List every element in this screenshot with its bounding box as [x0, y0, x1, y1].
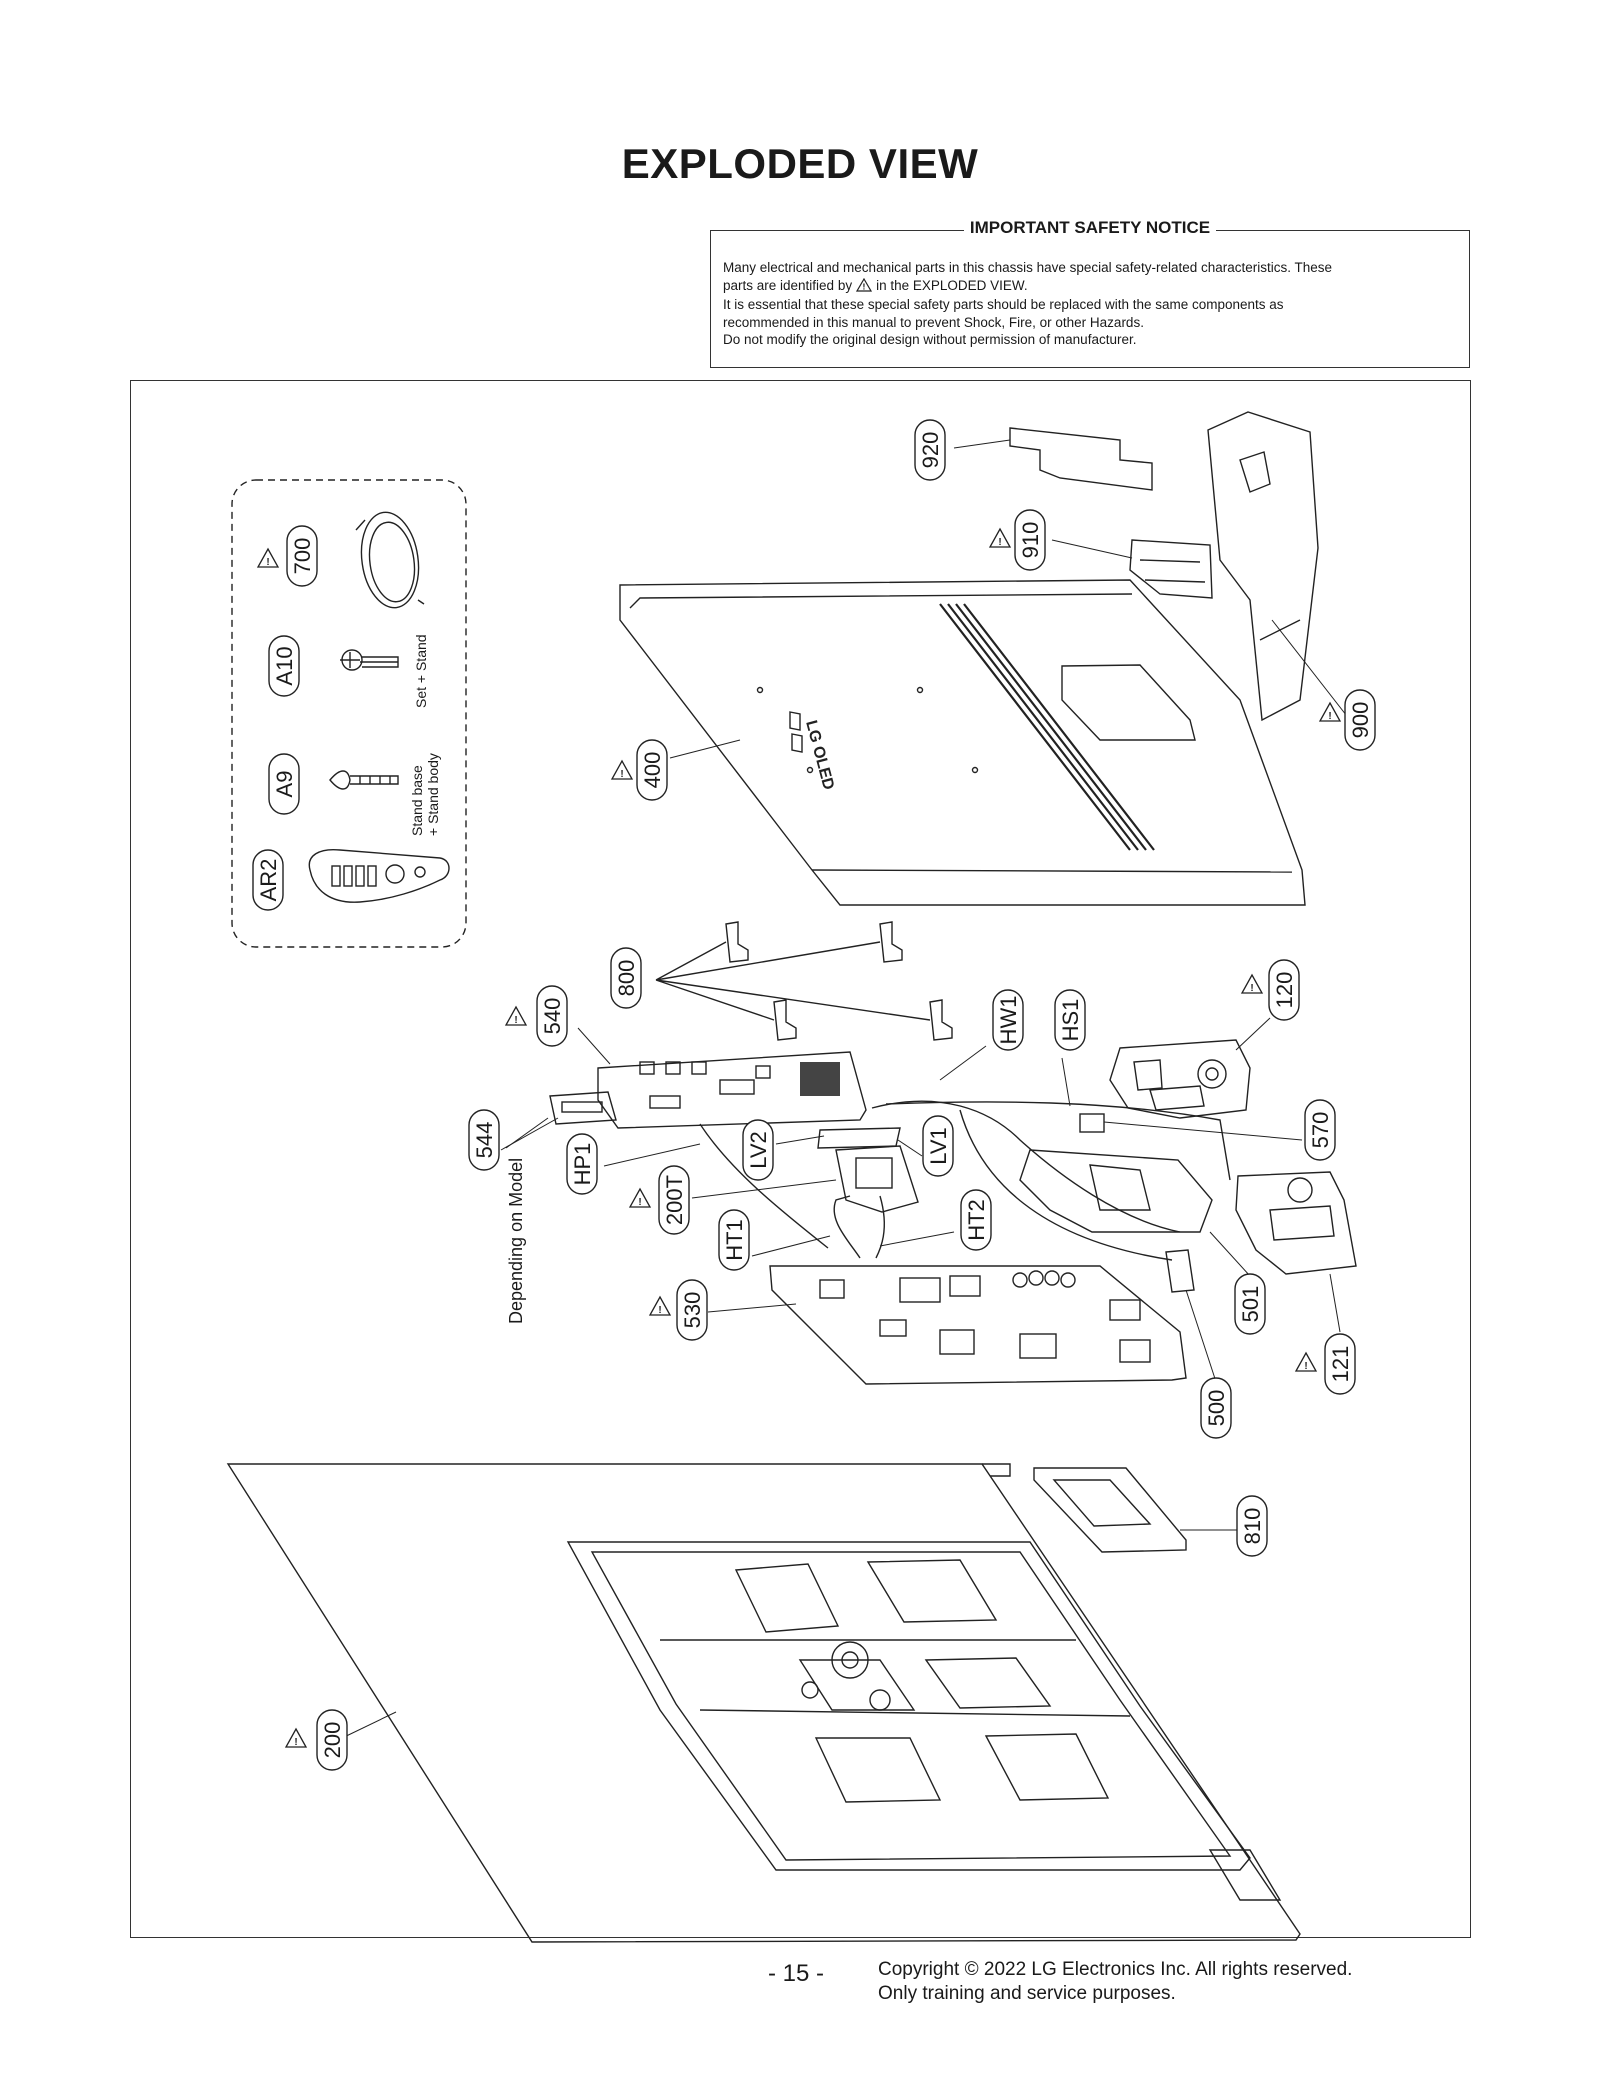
part-A9-screw-shape [329, 770, 351, 790]
label-200T: 200T [662, 1175, 687, 1225]
label-570: 570 [1308, 1112, 1333, 1149]
label-LV1: LV1 [926, 1127, 951, 1165]
label-800: 800 [614, 960, 639, 997]
part-121-speaker-shape [1235, 1171, 1357, 1275]
label-AR2: AR2 [256, 859, 281, 902]
frame-windows-top [734, 1559, 998, 1633]
label-920: 920 [918, 432, 943, 469]
safety-notice-body: Many electrical and mechanical parts in … [723, 259, 1457, 349]
label-HW1: HW1 [996, 996, 1021, 1045]
part-530-power-board-shape [769, 1265, 1187, 1385]
brand-mark: LG OLED [802, 719, 837, 792]
notice-line-1: Many electrical and mechanical parts in … [723, 260, 1333, 275]
copyright-line-2: Only training and service purposes. [878, 1983, 1176, 2004]
label-400: 400 [640, 752, 665, 789]
cable-HS1 [885, 1101, 1231, 1181]
label-500: 500 [1204, 1390, 1229, 1427]
notice-line-4: recommended in this manual to prevent Sh… [723, 314, 1144, 330]
safety-notice-heading: IMPORTANT SAFETY NOTICE [963, 218, 1217, 237]
label-120: 120 [1272, 972, 1297, 1009]
svg-text:!: ! [863, 282, 866, 291]
warning-triangle-icon-530 [649, 1296, 671, 1317]
note-stand-base: Stand base [409, 765, 425, 836]
part-920-cover-shape [1009, 427, 1153, 491]
part-501-bracket-shape [1019, 1149, 1213, 1233]
part-540-main-board-shape [597, 1051, 867, 1129]
warning-triangle-icon-700 [257, 548, 279, 569]
warning-triangle-icon-121 [1295, 1352, 1317, 1373]
label-HT2: HT2 [964, 1199, 989, 1241]
part-900-stand-shape [1207, 411, 1319, 722]
part-200-panel-shape [226, 1463, 1301, 1943]
label-LV2: LV2 [746, 1131, 771, 1169]
cable-HT1 [699, 1123, 829, 1249]
warning-triangle-icon-540 [505, 1006, 527, 1027]
label-HT1: HT1 [722, 1219, 747, 1261]
part-570-module-shape [1079, 1113, 1105, 1133]
copyright-line-1: Copyright © 2022 LG Electronics Inc. All… [878, 1959, 1353, 1980]
notice-line-3: It is essential that these special safet… [723, 297, 1284, 312]
note-set-stand: Set + Stand [413, 634, 429, 708]
warning-triangle-icon-200T [629, 1188, 651, 1209]
part-800-clips-shape [725, 921, 953, 1041]
part-A10-screw-shape [340, 652, 399, 668]
note-depending-on-model: Depending on Model [506, 1158, 526, 1324]
chassis-frame-shape [566, 1541, 1251, 1871]
label-544: 544 [472, 1122, 497, 1159]
copyright: Copyright © 2022 LG Electronics Inc. All… [878, 1958, 1352, 2006]
exploded-view-frame [130, 380, 1471, 1938]
part-910-bracket-shape [1129, 539, 1213, 599]
page-title: EXPLODED VIEW [621, 140, 979, 187]
label-900: 900 [1348, 702, 1373, 739]
label-HS1: HS1 [1058, 999, 1083, 1042]
label-810: 810 [1240, 1508, 1265, 1545]
label-A10: A10 [272, 646, 297, 685]
notice-line-5: Do not modify the original design withou… [723, 332, 1137, 347]
warning-triangle-icon-400 [611, 760, 633, 781]
warning-triangle-icon-120 [1241, 974, 1263, 995]
label-910: 910 [1018, 522, 1043, 559]
part-AR2-remote-shape [308, 848, 450, 903]
label-121: 121 [1328, 1346, 1353, 1383]
part-544-board-shape [549, 1091, 617, 1125]
warning-triangle-icon: ! [856, 277, 873, 297]
cable-HT2 [875, 1195, 885, 1259]
label-540: 540 [540, 998, 565, 1035]
warning-triangle-icon-200 [285, 1728, 307, 1749]
part-810-bracket-shape [1033, 1467, 1187, 1553]
label-200: 200 [320, 1722, 345, 1759]
note-stand-body: + Stand body [425, 753, 441, 836]
part-lv-board-shape [817, 1127, 901, 1149]
part-400-back-cover-shape [619, 579, 1306, 906]
label-A9: A9 [272, 771, 297, 798]
part-200T-tcon-shape [835, 1145, 919, 1213]
warning-triangle-icon-910 [989, 528, 1011, 549]
accessory-group-outline [231, 479, 467, 948]
part-500-board-shape [1165, 1249, 1195, 1293]
label-700: 700 [290, 538, 315, 575]
notice-line-2: parts are identified by!in the EXPLODED … [723, 277, 1457, 297]
part-120-speaker-shape [1109, 1039, 1251, 1119]
label-501: 501 [1238, 1286, 1263, 1323]
label-HP1: HP1 [570, 1143, 595, 1186]
page-number: - 15 - [768, 1960, 825, 1987]
safety-notice-box: IMPORTANT SAFETY NOTICE Many electrical … [710, 218, 1470, 368]
label-530: 530 [680, 1292, 705, 1329]
cable-HW1 [871, 1100, 1181, 1233]
part-700-cable-shape [360, 511, 420, 609]
warning-triangle-icon-900 [1319, 702, 1341, 723]
